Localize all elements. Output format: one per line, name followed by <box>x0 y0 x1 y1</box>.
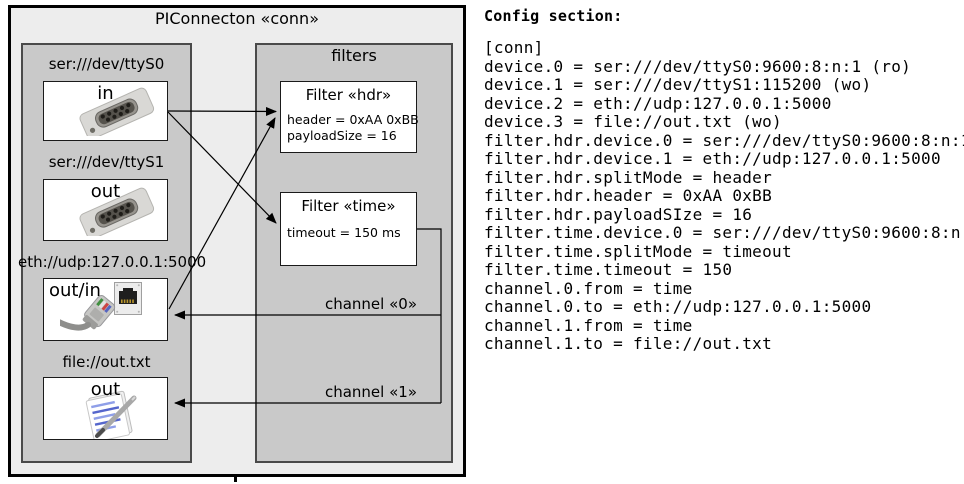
filter-hdr-title: Filter «hdr» <box>305 86 392 104</box>
config-line: channel.0.to = eth://udp:127.0.0.1:5000 <box>484 297 872 316</box>
device-url-label-file: file://out.txt <box>62 353 151 371</box>
config-line: filter.hdr.splitMode = header <box>484 167 773 187</box>
config-line: device.2 = eth://udp:127.0.0.1:5000 <box>484 93 832 113</box>
channel-1-label: channel «1» <box>324 383 417 401</box>
ethernet-jack-icon <box>114 282 142 319</box>
config-line: filter.hdr.device.1 = eth://udp:127.0.0.… <box>484 149 941 168</box>
device-port-label: out <box>90 181 121 202</box>
device-box-ttys1: out <box>43 179 168 241</box>
config-line: filter.time.timeout = 150 <box>484 260 733 279</box>
ethernet-connector-icon <box>54 295 132 340</box>
config-line: device.3 = file://out.txt (wo) <box>484 112 782 131</box>
device-port-label: out <box>90 379 121 400</box>
device-port-label: out/in <box>49 280 101 301</box>
device-box-file: out <box>43 377 168 440</box>
device-box-eth: out/in <box>43 278 168 341</box>
device-url-label-ttys1: ser:///dev/ttyS1 <box>48 153 165 171</box>
filter-hdr-box: Filter «hdr» header = 0xAA 0xBB payloadS… <box>280 81 419 153</box>
config-line: filter.time.splitMode = timeout <box>484 241 792 261</box>
serial-connector-icon <box>71 86 163 140</box>
notepad-pen-icon <box>76 390 148 439</box>
device-port-label: in <box>97 83 114 104</box>
device-box-ttys0: in <box>43 81 168 141</box>
config-line: [conn] <box>484 38 544 57</box>
config-section-heading: Config section: <box>484 7 623 25</box>
config-line: channel.1.to = file://out.txt <box>484 334 773 353</box>
diagram-title: PIConnecton «conn» <box>155 9 319 28</box>
config-line: channel.1.from = time <box>484 315 693 335</box>
filter-time-title: Filter «time» <box>301 197 396 215</box>
config-line: device.1 = ser:///dev/ttyS1:115200 (wo) <box>484 75 872 94</box>
filter-hdr-param-payloadsize: payloadSize = 16 <box>287 128 397 143</box>
filter-hdr-param-header: header = 0xAA 0xBB <box>287 112 419 127</box>
filters-panel-title: filters <box>331 46 377 65</box>
config-line: filter.hdr.payloadSIze = 16 <box>484 204 753 224</box>
serial-connector-icon <box>71 186 163 240</box>
channel-0-label: channel «0» <box>324 295 417 313</box>
config-line: device.0 = ser:///dev/ttyS0:9600:8:n:1 (… <box>484 56 912 76</box>
config-line: filter.hdr.device.0 = ser:///dev/ttyS0:9… <box>484 130 964 150</box>
filter-time-box: Filter «time» timeout = 150 ms <box>280 192 417 266</box>
config-line: filter.time.device.0 = ser:///dev/ttyS0:… <box>484 223 964 242</box>
device-url-label-eth: eth://udp:127.0.0.1:5000 <box>18 253 207 271</box>
config-listing: [conn] device.0 = ser:///dev/ttyS0:9600:… <box>484 38 964 354</box>
device-url-label-ttys0: ser:///dev/ttyS0 <box>48 55 165 73</box>
config-line: channel.0.from = time <box>484 278 693 298</box>
filter-time-param-timeout: timeout = 150 ms <box>287 225 401 240</box>
config-line: filter.hdr.header = 0xAA 0xBB <box>484 186 773 205</box>
